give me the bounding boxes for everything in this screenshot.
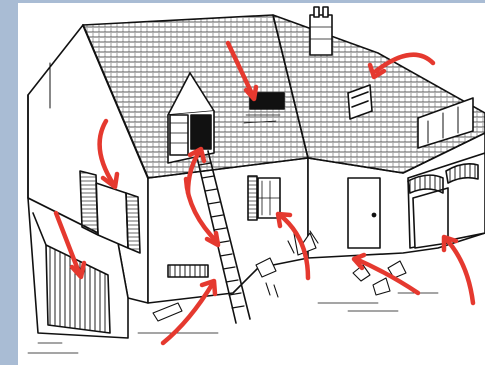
basement-vent <box>168 265 208 277</box>
front-door <box>348 178 380 248</box>
front-window <box>248 176 280 220</box>
house-sketch <box>18 3 485 365</box>
chimney <box>310 7 332 55</box>
house-drawing <box>18 3 485 365</box>
arrow-garage-right <box>446 239 473 303</box>
